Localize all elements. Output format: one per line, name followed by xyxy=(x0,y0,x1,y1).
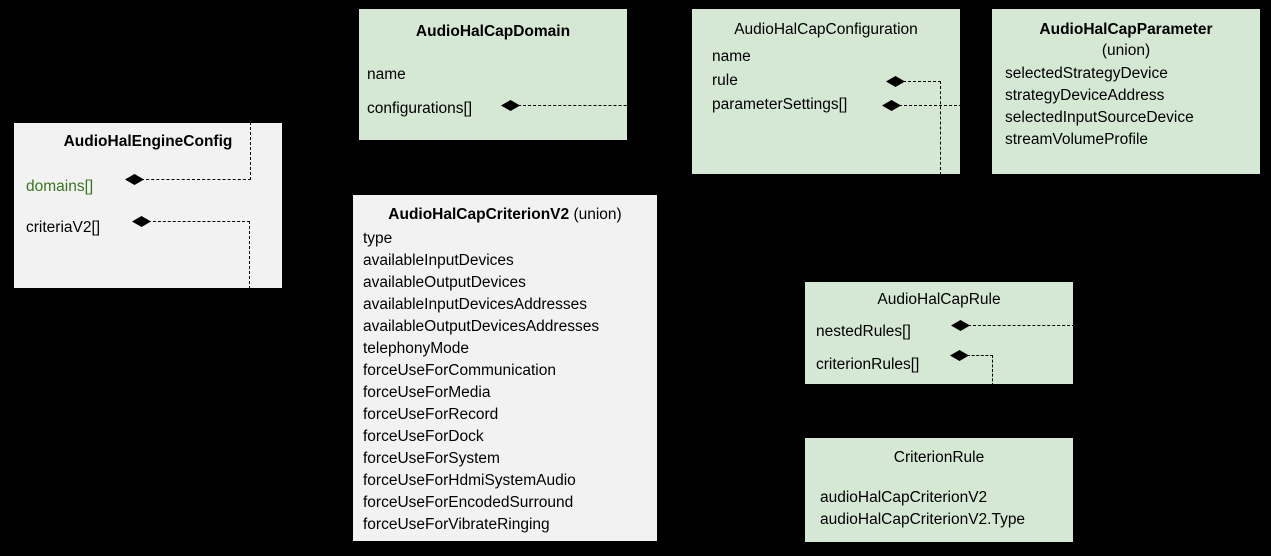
field-streamvolumeprofile: streamVolumeProfile xyxy=(1005,130,1149,148)
connector-rule-vertical xyxy=(940,81,941,175)
connector-domains-vertical xyxy=(250,122,251,180)
field-selectedinputsourcedevice: selectedInputSourceDevice xyxy=(1005,108,1194,126)
class-title-audiohalengineconfig: AudioHalEngineConfig xyxy=(63,133,233,150)
class-box-audiohalcapconfiguration[interactable]: AudioHalCapConfiguration name rule param… xyxy=(691,8,961,175)
aggregation-diamond-configurations xyxy=(501,100,520,111)
connector-criteriav2-vertical xyxy=(249,221,250,289)
field-list-audiohalcapconfiguration: name rule parameterSettings[] xyxy=(692,45,960,117)
field-name: name xyxy=(367,65,406,83)
class-title-audiohalcaprule: AudioHalCapRule xyxy=(877,291,1001,308)
field-forceuseforencodedsurround: forceUseForEncodedSurround xyxy=(363,494,574,511)
field-forceusefordock: forceUseForDock xyxy=(363,428,484,445)
field-forceuseforhdmisystemaudio: forceUseForHdmiSystemAudio xyxy=(363,472,576,489)
class-box-audiohalcapdomain[interactable]: AudioHalCapDomain name configurations[] xyxy=(358,8,628,141)
class-box-audiohalengineconfig[interactable]: AudioHalEngineConfig domains[] criteriaV… xyxy=(13,122,283,289)
field-rule: rule xyxy=(712,71,738,89)
field-type: type xyxy=(363,230,393,247)
field-telephonymode: telephonyMode xyxy=(363,340,469,357)
field-forceuseforcommunication: forceUseForCommunication xyxy=(363,362,556,379)
class-title-union-suffix: (union) xyxy=(569,206,622,223)
aggregation-diamond-nestedrules xyxy=(951,320,970,331)
field-audiohalcapcriterionv2: audioHalCapCriterionV2 xyxy=(820,488,988,506)
field-forceuseformedia: forceUseForMedia xyxy=(363,384,491,401)
connector-domains-horizontal xyxy=(141,179,251,180)
class-title-audiohalcapconfiguration: AudioHalCapConfiguration xyxy=(734,21,918,38)
field-forceuseforrecord: forceUseForRecord xyxy=(363,406,499,423)
field-list-audiohalcapdomain: name configurations[] xyxy=(359,58,627,126)
field-configurations: configurations[] xyxy=(367,99,473,117)
class-title-audiohalcapparameter: AudioHalCapParameter xyxy=(1039,21,1213,38)
class-title-text: AudioHalCapCriterionV2 xyxy=(388,206,570,223)
field-list-criterionrule: audioHalCapCriterionV2 audioHalCapCriter… xyxy=(805,487,1073,531)
connector-parametersettings-horizontal xyxy=(899,105,992,106)
field-availableoutputdevices: availableOutputDevices xyxy=(363,274,526,291)
field-list-audiohalcapcriterionv2: type availableInputDevices availableOutp… xyxy=(353,228,657,536)
connector-criterionrules-horizontal xyxy=(967,355,993,356)
class-title-audiohalcapdomain: AudioHalCapDomain xyxy=(415,23,571,40)
field-name: name xyxy=(712,47,751,65)
class-box-audiohalcaprule[interactable]: AudioHalCapRule nestedRules[] criterionR… xyxy=(804,281,1074,385)
class-box-audiohalcapcriterionv2[interactable]: AudioHalCapCriterionV2 (union) type avai… xyxy=(352,194,658,542)
class-subtitle-audiohalcapparameter: (union) xyxy=(1101,41,1151,59)
field-parametersettings: parameterSettings[] xyxy=(712,95,848,113)
connector-rule-horizontal xyxy=(903,81,941,82)
aggregation-diamond-criteriav2 xyxy=(132,216,151,227)
aggregation-diamond-domains xyxy=(125,174,144,185)
field-forceuseforsystem: forceUseForSystem xyxy=(363,450,500,467)
field-list-audiohalengineconfig: domains[] criteriaV2[] xyxy=(14,166,282,248)
field-list-audiohalcapparameter: selectedStrategyDevice strategyDeviceAdd… xyxy=(992,63,1260,151)
class-title-audiohalcapcriterionv2: AudioHalCapCriterionV2 (union) xyxy=(353,204,657,226)
class-box-criterionrule[interactable]: CriterionRule audioHalCapCriterionV2 aud… xyxy=(804,437,1074,543)
connector-nestedrules-horizontal xyxy=(968,325,1075,326)
field-selectedstrategydevice: selectedStrategyDevice xyxy=(1005,64,1168,82)
connector-configurations-horizontal xyxy=(518,105,692,106)
field-availableinputdevicesaddresses: availableInputDevicesAddresses xyxy=(363,296,588,313)
field-availableinputdevices: availableInputDevices xyxy=(363,252,514,269)
aggregation-diamond-rule xyxy=(886,76,905,87)
field-domains: domains[] xyxy=(26,177,94,195)
aggregation-diamond-criterionrules xyxy=(950,350,969,361)
aggregation-diamond-parametersettings xyxy=(882,100,901,111)
field-forceuseforvibrateringing: forceUseForVibrateRinging xyxy=(363,516,550,533)
field-availableoutputdevicesaddresses: availableOutputDevicesAddresses xyxy=(363,318,600,335)
field-criterionrules: criterionRules[] xyxy=(816,355,920,373)
field-list-audiohalcaprule: nestedRules[] criterionRules[] xyxy=(805,315,1073,381)
connector-criterionrules-vertical xyxy=(992,355,993,386)
field-audiohalcapcriterionv2-type: audioHalCapCriterionV2.Type xyxy=(820,510,1026,528)
field-strategydeviceaddress: strategyDeviceAddress xyxy=(1005,86,1165,104)
class-box-audiohalcapparameter[interactable]: AudioHalCapParameter (union) selectedStr… xyxy=(991,8,1261,175)
field-nestedrules: nestedRules[] xyxy=(816,322,911,340)
field-criteriav2: criteriaV2[] xyxy=(26,218,101,236)
class-title-criterionrule: CriterionRule xyxy=(893,449,985,466)
connector-criteriav2-horizontal xyxy=(148,221,250,222)
